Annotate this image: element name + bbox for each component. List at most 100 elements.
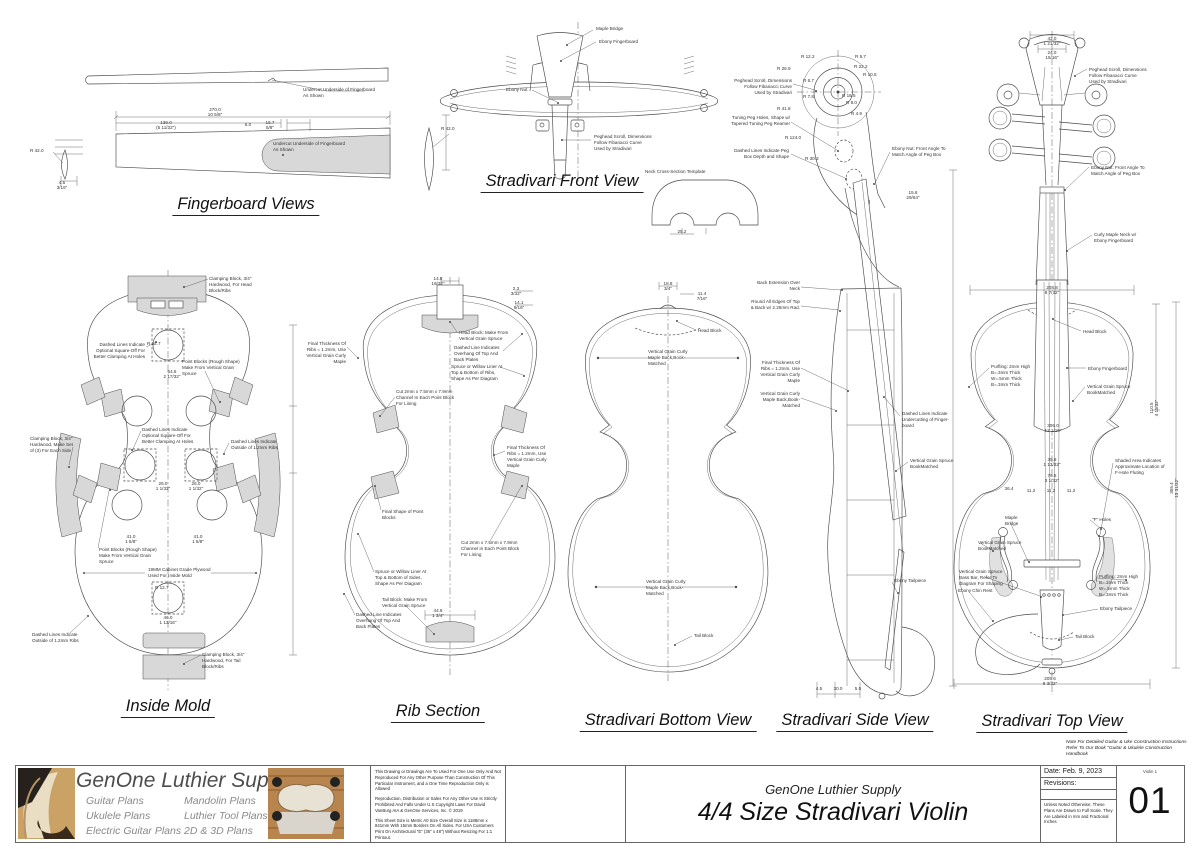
title-front-view: Stradivari Front View: [480, 172, 644, 193]
anno-maple-bridge-front: Maple Bridge: [596, 26, 624, 31]
dim-364: 36.4: [1004, 486, 1014, 491]
anno-back-extension: Back Extension Over Neck: [757, 280, 800, 291]
anno-head-block-top: Head Block: [1083, 329, 1107, 334]
dim-r1240: R 124.0: [785, 135, 802, 140]
dim-45-side: 4.5: [815, 686, 823, 691]
dim-r222: R 22.2: [854, 64, 868, 69]
dim-r67: R 6.7: [803, 78, 814, 83]
anno-head-block-make: Head Block: Make From Vertical Grain Spr…: [459, 330, 509, 341]
anno-f-holes: "F" Holes: [1092, 517, 1112, 522]
dim-358: 35.8 1 13/32": [1043, 457, 1061, 468]
anno-head-block-bottom: Head Block: [698, 328, 722, 333]
dim-188: 18.8 3/4": [663, 281, 673, 292]
anno-pegbox-depth: Dashed Lines Indicate Peg Box Depth and …: [734, 148, 789, 159]
anno-chin-rest-top: Ebony Chin Rest: [958, 588, 993, 593]
dim-136: 136.0 (5 11/32"): [156, 120, 176, 131]
anno-cut-channel-1: Cut 2mm x 7.5mm x 7.9mm Channel In Each …: [396, 389, 455, 406]
anno-tail-block-top: Tail Block: [1075, 634, 1095, 639]
anno-final-ribs-side: Final Thickness Of Ribs = 1.2mm, Use Ver…: [760, 360, 800, 383]
dim-1105: 110.5 4 11/32": [1148, 399, 1159, 417]
dim-148: 14.8 19/32": [431, 276, 445, 287]
anno-ebony-tailpiece-top: Ebony Tailpiece: [1100, 606, 1133, 611]
sheet-number: 01: [1128, 780, 1172, 821]
anno-final-ribs-right: Final Thickness Of Ribs = 1.2mm, Use Ver…: [507, 445, 547, 468]
anno-maple-back-side: Vertical Grain Curly Maple Back,Book- Ma…: [760, 391, 800, 408]
legal-paragraph-2: Reproduction, Distribution or Sales For …: [375, 796, 497, 813]
title-block: GenOne Luthier Supplies Guitar Plans Uku…: [15, 765, 1185, 843]
date-field: Date: Feb. 9, 2023: [1041, 766, 1116, 778]
anno-ebony-nut-angle-neck: Ebony Nut: Front Angle To Match Angle of…: [1091, 165, 1145, 176]
anno-cut-channel-2: Cut 2mm x 7.5mm x 7.9mm Channel In Each …: [461, 540, 520, 557]
dim-r303: R 30.3: [805, 156, 819, 161]
anno-vg-spruce-top1: Vertical Grain Spruce BookMatched: [1087, 384, 1131, 395]
anno-tail-block-bottom: Tail Block: [694, 633, 714, 638]
anno-plywood: 19MM Cabinet Grade Plywood Used For Insi…: [148, 567, 211, 578]
anno-liner-sides: Spruce or Willow Liner At Top & Bottom o…: [375, 569, 427, 586]
anno-vg-spruce-side: Vertical Grain Spruce BookMatched: [910, 458, 954, 469]
anno-undercut-dash: Dashed Lines Indicate Undercutting of Fi…: [902, 411, 949, 428]
dim-26a: 26.0 1 1/32": [155, 481, 171, 492]
legal-paragraph-3: This Sheet Size is Metric A0 Size Overal…: [375, 817, 494, 840]
anno-overhang-1: Dashed Line Indicates Overhang Of Top An…: [454, 345, 500, 362]
anno-square-off-1: Dashed Lines Indicate Optional Square-Of…: [93, 342, 145, 359]
legal-cell: This Drawing or Drawings Are To Used For…: [371, 766, 506, 842]
dim-r418: R 41.8: [777, 106, 791, 111]
dim-r165: R 16.5: [842, 93, 856, 98]
info-cell: Date: Feb. 9, 2023 Revisions: Unless Not…: [1041, 766, 1184, 842]
dim-645: 64.5 2 17/32": [163, 369, 181, 380]
title-fingerboard-views: Fingerboard Views: [172, 195, 320, 216]
dim-270: 270.0 10 5/8": [207, 107, 223, 118]
dim-23: 2.3 3/32": [510, 286, 522, 297]
dim-141: 14.1 9/16": [513, 300, 525, 311]
sheet-title: 4/4 Size Stradivari Violin: [697, 797, 969, 826]
side-view-drawing: [790, 50, 957, 700]
anno-peghead-neck: Peghead Scroll, Dimensions Follow Fibana…: [1089, 67, 1147, 84]
dim-30-side: 30.0: [833, 686, 843, 691]
dim-112a: 11.2: [1026, 488, 1036, 493]
dim-r127-bottom: R 12.7: [155, 585, 169, 590]
dim-156: 15.6 29/64": [906, 190, 920, 201]
plan-item: Guitar Plans: [86, 795, 144, 807]
dim-252: 25.2: [677, 229, 687, 234]
date-revisions-column: Date: Feb. 9, 2023 Revisions: Unless Not…: [1041, 766, 1117, 842]
dim-r42-left: R 42.0: [30, 148, 44, 153]
anno-tail-block-make: Tail Block: Make From Vertical Grain Spr…: [382, 597, 428, 608]
title-rib-section: Rib Section: [390, 702, 486, 723]
anno-undercut-side: Undercut Underside of Fingerboard As Sho…: [303, 87, 376, 98]
anno-vg-spruce-top2: Vertical Grain Spruce BookMatched: [978, 540, 1022, 551]
anno-purfling-left: Purfling: 2mm High B=.3mm Thick W=.5mm T…: [991, 364, 1031, 387]
anno-square-off-2: Dashed Lines Indicate Optional Square-Of…: [142, 427, 194, 444]
plans-column-1: Guitar Plans Ukulele Plans Electric Guit…: [86, 794, 181, 840]
dim-24: 24.0 15/16": [1045, 50, 1059, 61]
title-side-view: Stradivari Side View: [776, 711, 934, 732]
anno-round-edges: Round All Edges Of Top & Back w/ 2.25mm …: [750, 299, 800, 310]
anno-tuning-pegs: Tuning Peg Holes, Shape w/ Tapered Tunin…: [731, 115, 790, 126]
dim-26b: 26.0 1 1/32": [188, 481, 204, 492]
anno-point-blocks-2: Point Blocks (Rough Shape) Make From Ver…: [99, 547, 157, 564]
dim-r49: R 4.9: [851, 111, 862, 116]
dim-41a: 41.0 1 5/8": [125, 534, 137, 545]
dim-112c: 11.2: [1066, 488, 1076, 493]
dim-448: 44.8 1 3/4": [432, 608, 444, 619]
anno-ebony-fb-top: Ebony Fingerboard: [1088, 366, 1128, 371]
title-bottom-view: Stradivari Bottom View: [579, 711, 757, 732]
dim-r269: R 26.9: [777, 66, 791, 71]
anno-curly-neck: Curly Maple Neck w/ Ebony Fingerboard: [1094, 232, 1137, 243]
anno-point-blocks-1: Point Blocks (Rough Shape) Make From Ver…: [182, 359, 240, 376]
plans-column-2: Mandolin Plans Luthier Tool Plans 2D & 3…: [184, 794, 268, 840]
anno-overhang-2: Dashed Line Indicates Overhang Of Top An…: [356, 612, 402, 629]
dim-6: 6.0: [244, 122, 252, 127]
dim-766: 76.6 3 1/32": [1044, 473, 1060, 484]
revisions-field: Revisions:: [1041, 778, 1116, 790]
bottom-view-drawing: [560, 282, 800, 682]
anno-final-ribs-left: Final Thickness Of Ribs = 1.2mm, Use Ver…: [306, 341, 346, 364]
logo-cell: GenOne Luthier Supplies Guitar Plans Uku…: [16, 766, 371, 842]
sheet-tag: Violin 1: [1142, 769, 1157, 774]
dim-2056: 205.6 8 3/32": [1042, 676, 1058, 687]
title-top-view: Stradivari Top View: [976, 712, 1128, 733]
top-view-drawing: [940, 279, 1180, 695]
fingerboard-views-drawing: [52, 67, 450, 192]
anno-undercut-plan: Undercut Underside of Fingerboard As Sho…: [273, 141, 346, 152]
rib-section-drawing: [343, 277, 560, 675]
